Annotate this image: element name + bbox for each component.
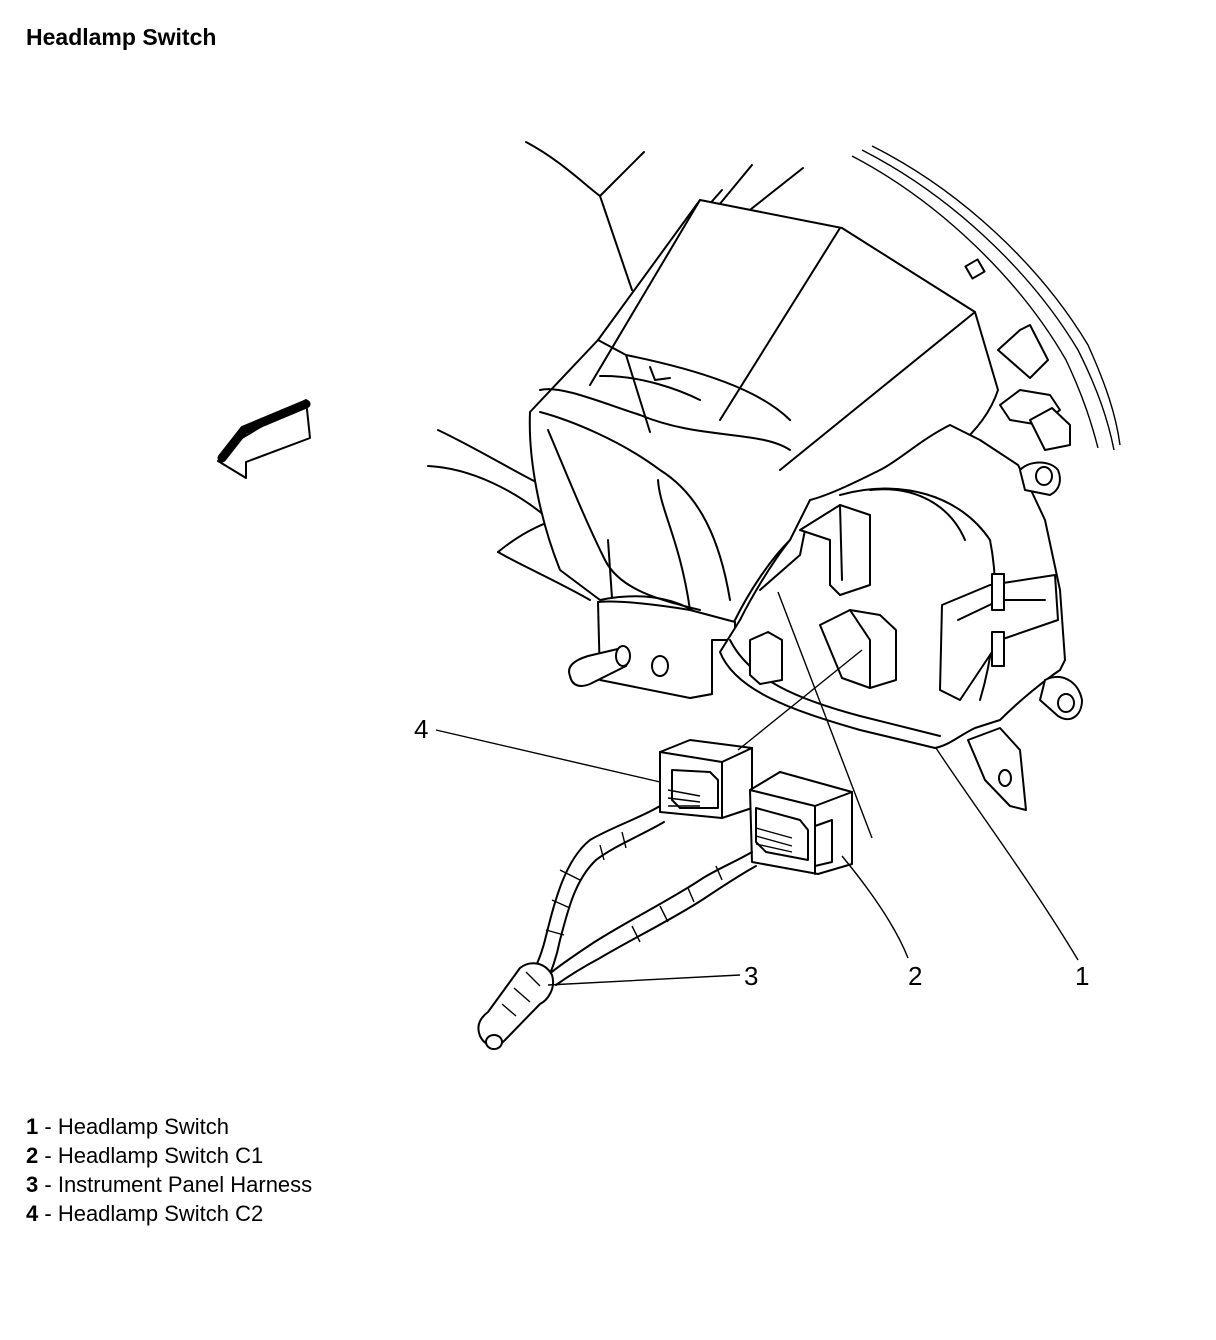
column-mount-bracket [568, 600, 736, 699]
front-direction-arrow-icon [217, 399, 311, 479]
instrument-panel-harness [477, 805, 757, 1050]
legend: 1 - Headlamp Switch 2 - Headlamp Switch … [26, 1112, 312, 1228]
leader-line-3 [547, 974, 741, 986]
leader-line-2-upper [777, 591, 873, 839]
legend-item: 1 - Headlamp Switch [26, 1114, 230, 1139]
steering-column-shroud [528, 199, 999, 699]
callout-4: 4 [414, 714, 428, 744]
leader-line-4-upper [737, 649, 863, 751]
headlamp-switch-illustration: 1 2 3 4 [217, 141, 1121, 1050]
leader-lines [435, 591, 1079, 986]
diagram-title: Headlamp Switch [26, 24, 217, 50]
leader-line-2 [841, 855, 909, 959]
legend-item: 4 - Headlamp Switch C2 [26, 1201, 264, 1226]
callout-1: 1 [1075, 961, 1089, 991]
legend-item: 3 - Instrument Panel Harness [26, 1172, 313, 1197]
leader-line-4 [435, 729, 661, 783]
connector-c1 [749, 771, 853, 875]
leader-line-1 [935, 747, 1079, 961]
callout-2: 2 [908, 961, 922, 991]
connector-c2 [659, 739, 753, 819]
callout-3: 3 [744, 961, 758, 991]
legend-item: 2 - Headlamp Switch C1 [26, 1143, 264, 1168]
